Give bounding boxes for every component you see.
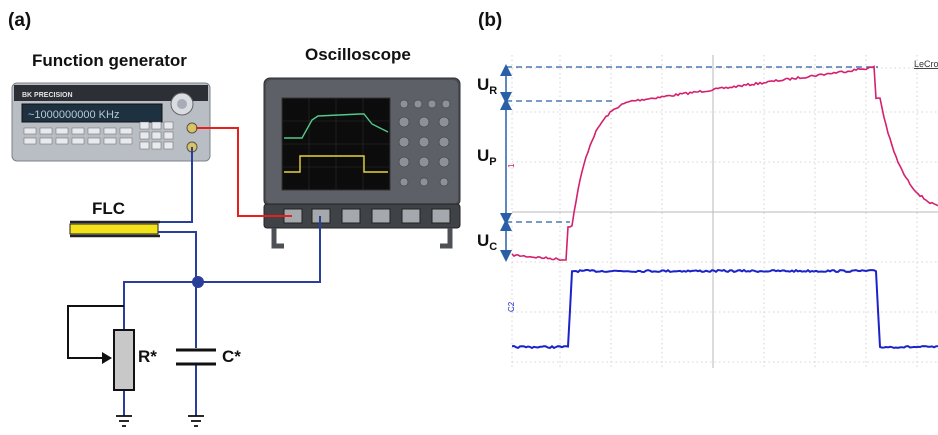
channel-2-marker: C2 xyxy=(507,301,516,312)
wire-red xyxy=(196,127,292,217)
resistor xyxy=(67,305,135,391)
oscilloscope-device xyxy=(263,77,461,249)
flc-cell xyxy=(69,220,160,238)
junction-node xyxy=(192,276,204,288)
panel-a-label: (a) xyxy=(8,10,31,31)
label-u-p: UP xyxy=(477,146,497,168)
ground-symbol-capacitor xyxy=(188,415,204,427)
function-generator-device: BK PRECISION ~1000000000 KHz xyxy=(11,82,211,162)
scope-screen-trace-yellow xyxy=(284,155,388,173)
scope-input-ports xyxy=(283,208,451,224)
scope-watermark: LeCro xyxy=(914,59,938,69)
ground-symbol-resistor xyxy=(116,415,132,427)
scope-screen-trace-green xyxy=(284,113,389,139)
capacitor-label: C* xyxy=(222,347,241,366)
capacitor xyxy=(176,348,216,366)
label-u-c: UC xyxy=(477,231,497,253)
function-generator-title: Function generator xyxy=(32,51,187,70)
fg-output-port xyxy=(186,122,198,134)
trace-fl-response xyxy=(511,65,938,262)
reference-lines xyxy=(506,66,878,223)
scope-center-axes xyxy=(512,55,938,368)
oscilloscope-title: Oscilloscope xyxy=(305,45,411,64)
channel-1-marker: 1 xyxy=(507,163,516,168)
fg-display-text: ~1000000000 KHz xyxy=(28,109,119,121)
trace-square-drive xyxy=(511,268,938,350)
panel-b-label: (b) xyxy=(478,10,502,31)
fg-display xyxy=(21,103,163,123)
fg-brand: BK PRECISION xyxy=(22,92,73,99)
resistor-label: R* xyxy=(138,347,157,366)
fg-buttons xyxy=(23,121,174,150)
flc-label: FLC xyxy=(92,199,125,218)
label-u-r: UR xyxy=(477,75,497,97)
